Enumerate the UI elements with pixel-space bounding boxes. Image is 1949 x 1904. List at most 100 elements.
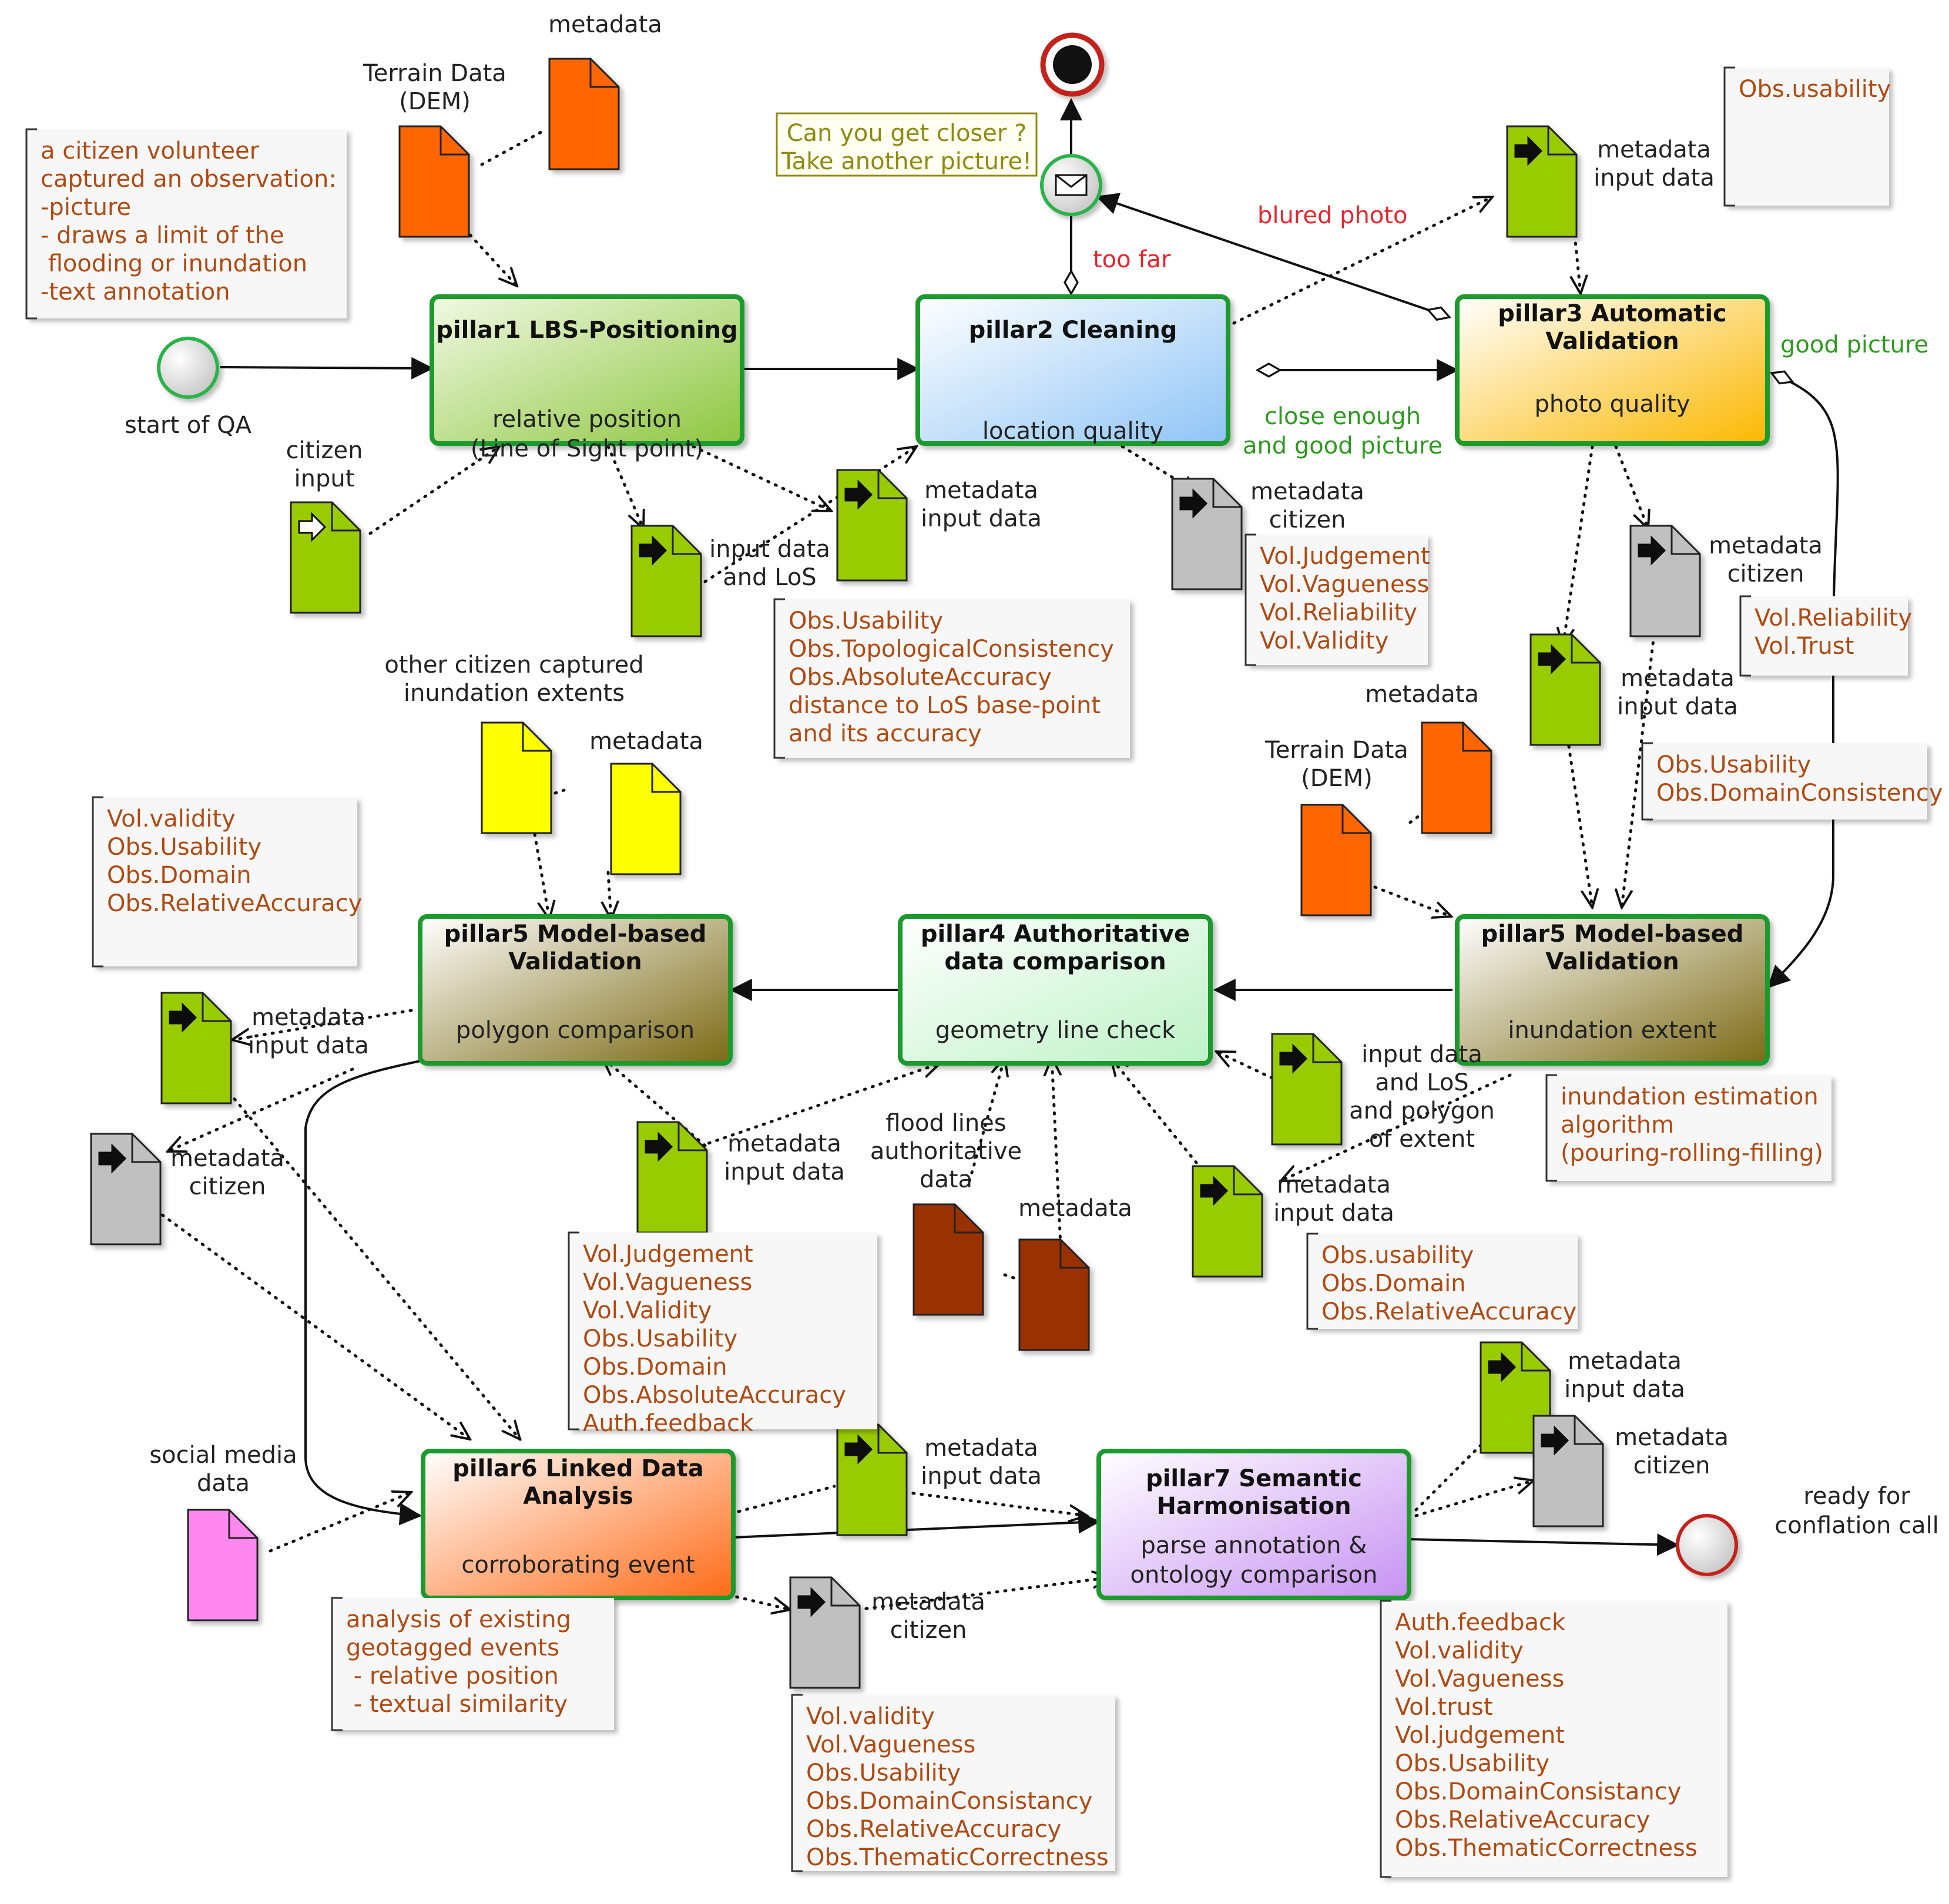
- doc-md-citizen-2: [1171, 478, 1243, 590]
- data-output-arrow-icon: [797, 1587, 826, 1617]
- doc-other-citizen: [481, 721, 552, 834]
- data-output-arrow-icon: [1541, 1425, 1569, 1456]
- flow-label-blured-photo: blured photo: [1257, 202, 1408, 229]
- data-output-arrow-icon: [1279, 1043, 1308, 1074]
- data-output-arrow-icon: [169, 1002, 197, 1033]
- prompt-note-box: [776, 112, 1038, 177]
- data-output-arrow-icon: [1488, 1352, 1517, 1382]
- doc-md-citizen-p7: [1532, 1415, 1604, 1527]
- end-event: [1676, 1514, 1738, 1576]
- doc-input-los-poly: [1271, 1033, 1343, 1146]
- doc-flood-lines: [913, 1203, 984, 1316]
- doc-metadata-b: [1018, 1238, 1090, 1351]
- data-output-arrow-icon: [1179, 488, 1208, 519]
- data-output-arrow-icon: [1200, 1176, 1229, 1206]
- doc-md-input-p4r: [1192, 1165, 1263, 1278]
- doc-social-media: [187, 1509, 259, 1621]
- start-event: [157, 337, 219, 399]
- envelope-icon: [1055, 174, 1088, 196]
- doc-md-input-1: [836, 469, 908, 582]
- data-output-arrow-icon: [1514, 136, 1543, 166]
- data-output-arrow-icon: [98, 1143, 127, 1174]
- doc-label-metadata-r: metadata: [1365, 681, 1479, 708]
- doc-terrain-top: [398, 125, 470, 238]
- data-output-arrow-icon: [844, 479, 873, 510]
- doc-metadata-y: [610, 763, 682, 875]
- data-output-arrow-icon: [1538, 644, 1566, 674]
- doc-label-metadata-top: metadata: [548, 11, 662, 38]
- terminate-event: [1040, 32, 1105, 97]
- doc-md-citizen-3: [1629, 525, 1701, 637]
- doc-md-input-l: [160, 992, 232, 1104]
- doc-md-input-3: [1506, 125, 1578, 238]
- start-event-label: start of QA: [125, 412, 252, 439]
- doc-input-los: [630, 525, 702, 637]
- doc-md-citizen-l: [90, 1133, 162, 1245]
- flow-label-good-picture: good picture: [1780, 331, 1928, 358]
- annotation-a-p3: Obs.usability: [1723, 66, 1891, 207]
- doc-citizen-input: [290, 501, 361, 614]
- data-objects: [90, 58, 1701, 1689]
- svg-text:Obs.usability: Obs.usability: [1739, 76, 1891, 103]
- prompt-note: Can you get closer ?Take another picture…: [781, 120, 1032, 175]
- associations: [154, 127, 1656, 1610]
- doc-label-metadata-b: metadata: [1018, 1195, 1132, 1222]
- doc-md-input-p6: [836, 1423, 908, 1536]
- data-output-arrow-icon: [645, 1131, 673, 1162]
- data-input-arrow-icon: [298, 512, 327, 542]
